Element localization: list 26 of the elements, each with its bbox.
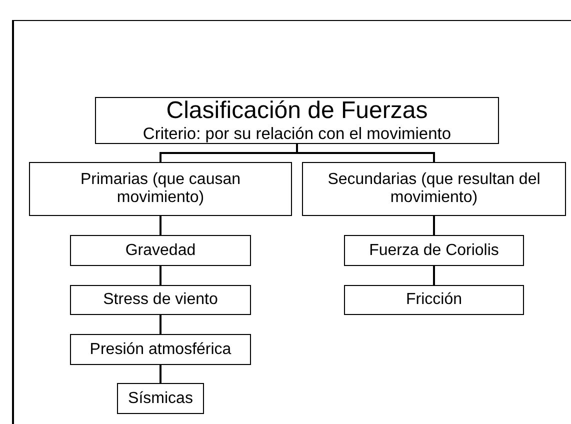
category-box xyxy=(95,97,499,144)
box-label: Fuerza de Coriolis xyxy=(369,242,499,260)
category-box xyxy=(302,162,566,216)
category-box xyxy=(344,285,524,315)
connector-line xyxy=(160,266,162,285)
category-box xyxy=(117,383,204,414)
category-box xyxy=(70,285,251,315)
connector-line xyxy=(296,144,435,162)
box-label: Gravedad xyxy=(125,242,196,260)
box-heading: Clasificación de Fuerzas xyxy=(166,98,428,125)
category-box xyxy=(344,235,524,266)
box-label: Secundarias (que resultan del movimiento) xyxy=(326,171,542,207)
connector-line xyxy=(433,266,435,285)
connector-line xyxy=(433,216,435,235)
connector-line xyxy=(160,315,162,334)
category-box xyxy=(29,162,292,216)
category-box xyxy=(70,334,251,365)
category-box xyxy=(70,235,251,266)
connector-line xyxy=(160,365,162,383)
connector-line xyxy=(160,216,162,235)
box-label: Criterio: por su relación con el movimiento xyxy=(142,124,452,144)
box-label: Fricción xyxy=(406,291,462,309)
box-label: Presión atmosférica xyxy=(90,340,232,358)
box-label: Primarias (que causan movimiento) xyxy=(79,171,242,207)
box-label: Sísmicas xyxy=(128,390,193,408)
box-label: Stress de viento xyxy=(103,291,218,309)
